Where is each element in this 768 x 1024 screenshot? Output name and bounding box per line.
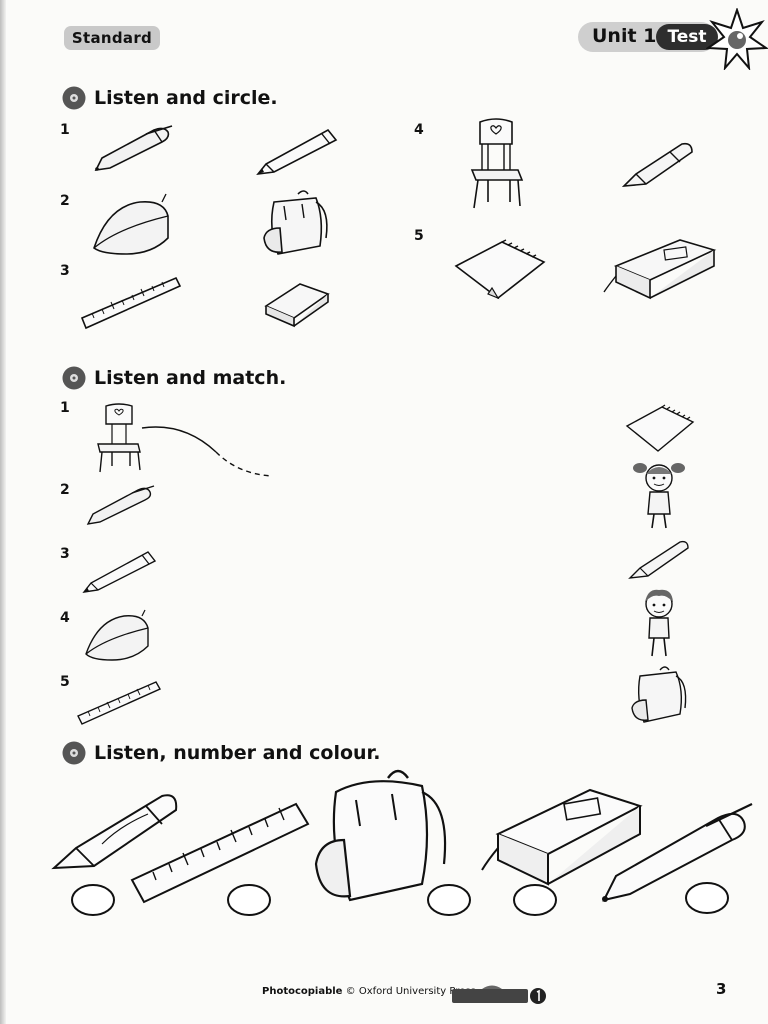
pencil-icon[interactable] xyxy=(80,546,158,596)
crayon-icon[interactable] xyxy=(620,140,696,190)
pen-icon[interactable] xyxy=(84,484,156,528)
item-number: 3 xyxy=(60,263,70,279)
ruler-icon[interactable] xyxy=(80,272,184,332)
item-number: 4 xyxy=(414,122,424,138)
first-explorers-logo xyxy=(452,985,546,1004)
chair-icon[interactable] xyxy=(466,116,526,212)
section-title-listen-circle: Listen and circle. xyxy=(94,87,278,109)
ruler-icon[interactable] xyxy=(128,800,312,904)
boy-icon[interactable] xyxy=(634,586,684,660)
book-icon[interactable] xyxy=(478,784,644,888)
answer-circle[interactable] xyxy=(226,882,272,918)
answer-circle[interactable] xyxy=(426,882,472,918)
school-bag-icon[interactable] xyxy=(258,188,332,260)
cd-icon xyxy=(62,741,86,765)
item-number: 3 xyxy=(60,546,70,562)
notepad-icon[interactable] xyxy=(624,404,696,454)
section-title-number-colour: Listen, number and colour. xyxy=(94,742,381,764)
page-number: 3 xyxy=(716,980,727,998)
pencil-case-icon[interactable] xyxy=(88,192,174,258)
school-bag-icon[interactable] xyxy=(628,664,690,728)
item-number: 2 xyxy=(60,482,70,498)
pen-icon[interactable] xyxy=(598,800,756,904)
pencil-case-icon[interactable] xyxy=(82,608,152,662)
school-bag-icon[interactable] xyxy=(310,764,452,904)
test-label: Test xyxy=(656,24,718,50)
match-line-example xyxy=(141,426,273,477)
level-badge: Standard xyxy=(64,26,160,50)
pencil-icon[interactable] xyxy=(254,124,340,178)
footer-copyright: Photocopiable © Oxford University Press xyxy=(262,986,476,997)
item-number: 2 xyxy=(60,193,70,209)
unit-label: Unit 1 xyxy=(592,25,657,47)
star-mascot-icon xyxy=(706,8,768,70)
item-number: 5 xyxy=(414,228,424,244)
crayon-icon[interactable] xyxy=(50,790,182,872)
section-title-listen-match: Listen and match. xyxy=(94,367,287,389)
item-number: 1 xyxy=(60,122,70,138)
answer-circle[interactable] xyxy=(70,882,116,918)
item-number: 5 xyxy=(60,674,70,690)
ruler-icon[interactable] xyxy=(76,678,162,726)
answer-circle[interactable] xyxy=(684,880,730,916)
notepad-icon[interactable] xyxy=(452,238,548,302)
book-icon[interactable] xyxy=(602,236,718,302)
cd-icon xyxy=(62,86,86,110)
crayon-icon[interactable] xyxy=(626,538,692,582)
pen-icon[interactable] xyxy=(92,124,174,174)
chair-icon[interactable] xyxy=(94,402,144,474)
girl-icon[interactable] xyxy=(632,456,686,532)
answer-circle[interactable] xyxy=(512,882,558,918)
page-edge-shadow xyxy=(0,0,6,1024)
item-number: 4 xyxy=(60,610,70,626)
cd-icon xyxy=(62,366,86,390)
item-number: 1 xyxy=(60,400,70,416)
rubber-icon[interactable] xyxy=(262,276,332,328)
